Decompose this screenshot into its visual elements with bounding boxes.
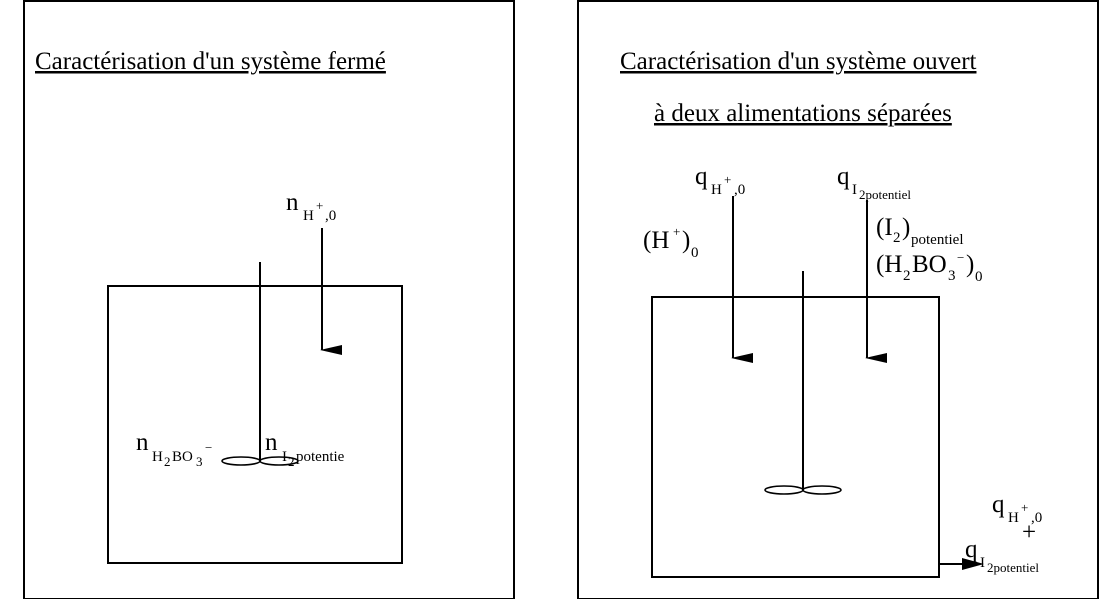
open-q-iodine-label: q I 2potentiel: [837, 163, 911, 202]
closed-reactor-vessel: [107, 285, 403, 564]
open-feed-borate-concentration: (H 2 BO 3 − ) 0: [876, 249, 983, 285]
open-panel-title-line1: Caractérisation d'un système ouvert: [620, 48, 977, 75]
open-outlet-arrowhead: [962, 558, 984, 570]
closed-system-panel: Caractérisation d'un système fermé n H +…: [23, 0, 515, 600]
open-q-h-label: q H + ,0: [695, 163, 745, 198]
open-outlet-q-iodine-label: q I 2potentiel: [965, 536, 1039, 575]
open-panel-title-line2: à deux alimentations séparées: [654, 100, 952, 127]
open-system-panel: Caractérisation d'un système ouvert à de…: [577, 0, 1099, 600]
closed-n-borate-label: n H 2 BO 3 −: [136, 429, 212, 470]
open-reactor-vessel: [651, 296, 940, 578]
closed-panel-title: Caractérisation d'un système fermé: [35, 48, 386, 75]
closed-stirrer-blade-left: [221, 456, 261, 466]
open-outlet-q-h-label: q H + ,0: [992, 491, 1042, 526]
closed-n-h-label: n H + ,0: [286, 189, 336, 224]
open-outlet-plus: +: [1022, 519, 1036, 546]
open-stirrer-blade-right: [802, 485, 842, 495]
open-feed-iodine-concentration: (I 2 ) potentiel: [876, 214, 964, 248]
closed-panel-frame: [23, 0, 515, 600]
closed-stirrer-blade-right: [259, 456, 299, 466]
open-feed-h-concentration: (H + ) 0: [643, 223, 699, 261]
open-stirrer-blade-left: [764, 485, 804, 495]
closed-n-iodine-label: n I 2 potentie: [265, 429, 345, 470]
